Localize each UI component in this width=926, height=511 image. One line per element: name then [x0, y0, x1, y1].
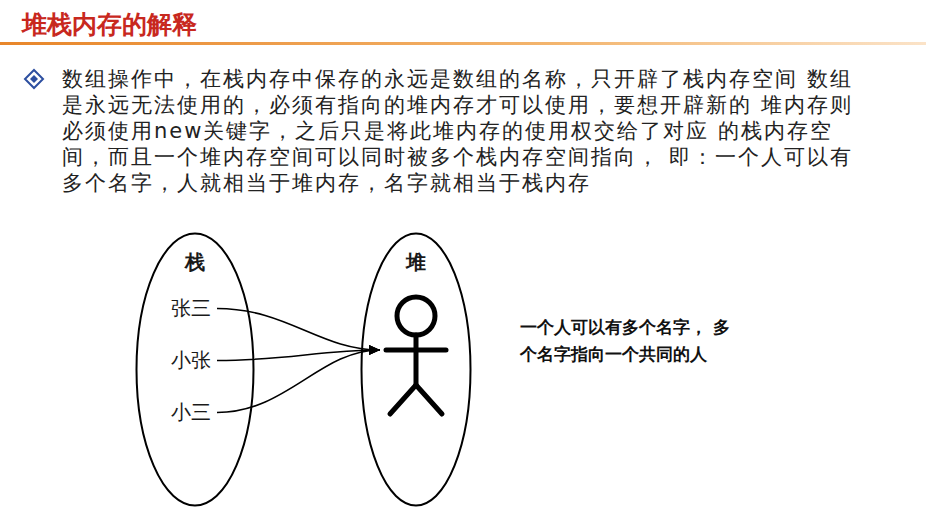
stack-name: 小张 — [167, 346, 215, 375]
region-heading: 堆 — [360, 232, 472, 275]
connector-line — [217, 309, 380, 351]
arrow-head — [369, 345, 380, 355]
connector-line — [217, 350, 380, 413]
body-paragraph: 数组操作中，在栈内存中保存的永远是数组的名称，只开辟了栈内存空间 数组是永远无法… — [62, 66, 862, 196]
ellipse-outline — [362, 234, 471, 506]
stick-figure — [386, 297, 446, 414]
arrow-head — [369, 345, 380, 355]
ellipse-outline — [137, 234, 254, 506]
stack-ellipse: 栈张三小张小三 — [135, 232, 255, 507]
arrow-head — [369, 345, 380, 355]
page-title: 堆栈内存的解释 — [22, 8, 197, 41]
name-text: 小三 — [171, 400, 211, 425]
connector-line — [217, 350, 380, 361]
heap-ellipse: 堆 — [360, 232, 472, 507]
arrow-connector — [217, 309, 380, 356]
bullet-diamond — [25, 70, 43, 88]
name-text: 张三 — [171, 296, 211, 321]
name-text: 小张 — [171, 348, 211, 373]
arrow-connector — [217, 345, 380, 413]
stack-name: 张三 — [167, 294, 215, 323]
title-rule — [0, 42, 926, 45]
stack-name: 小三 — [167, 398, 215, 427]
side-note: 一个人可以有多个名字， 多个名字指向一个共同的人 — [520, 314, 735, 368]
region-heading: 栈 — [135, 232, 255, 275]
